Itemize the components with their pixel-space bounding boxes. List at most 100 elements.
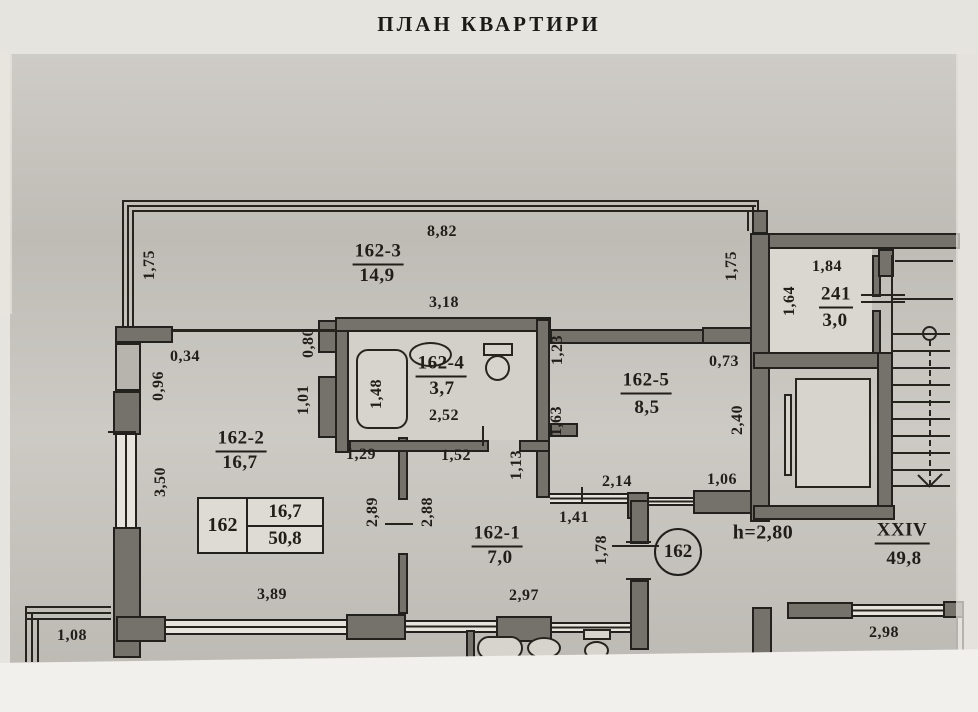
room-area-label: 16,7	[222, 452, 258, 473]
wall	[519, 440, 550, 452]
wall	[113, 391, 141, 435]
stairs-tread	[893, 469, 950, 471]
wall	[752, 607, 772, 655]
balcony-railing	[122, 200, 759, 202]
balcony-railing	[132, 210, 134, 331]
wall	[550, 329, 711, 344]
dimension-label: 3,50	[152, 467, 169, 497]
door-line	[626, 578, 651, 580]
photo-left-edge	[0, 54, 12, 314]
dimension-label: 3,89	[257, 586, 287, 603]
room-number-label: 241	[819, 284, 853, 309]
stamp-areas: 16,7 50,8	[248, 499, 322, 552]
balcony-railing	[127, 205, 129, 331]
room-area-label: 8,5	[634, 397, 660, 418]
stairs-tread	[893, 350, 950, 352]
partition-wall	[398, 437, 408, 500]
photo-right-edge	[956, 54, 978, 665]
sink	[409, 342, 452, 367]
room-area-label: 14,9	[359, 265, 395, 286]
dimension-label: 0,96	[150, 371, 167, 401]
door-line	[626, 541, 651, 543]
wall	[753, 505, 895, 520]
dimension-label: 1,84	[812, 258, 842, 275]
balcony-railing	[25, 618, 111, 620]
dimension-label: 2,89	[364, 497, 381, 527]
toilet-tank	[583, 629, 611, 640]
dimension-label: 1,75	[723, 251, 740, 281]
entrance-apartment-number: 162	[663, 541, 693, 562]
stairs-tread	[893, 367, 950, 369]
balcony-railing	[127, 205, 756, 207]
ceiling-height-label: h=2,80	[732, 521, 794, 544]
stamp-apartment-number: 162	[199, 499, 248, 552]
wall	[630, 500, 649, 544]
stairs-start-circle	[922, 326, 937, 341]
dimension-label: 1,29	[346, 446, 376, 463]
entrance-apartment-number-circle: 162	[654, 528, 702, 576]
room-area-label: 49,8	[886, 548, 922, 569]
stair-line	[893, 298, 953, 300]
dimension-label: 2,88	[419, 497, 436, 527]
balcony-railing	[25, 612, 111, 614]
dimension-label: 0,73	[709, 353, 739, 370]
wall	[750, 233, 770, 522]
room-area-label: 3,0	[822, 310, 848, 331]
room-number-label: 162-3	[352, 241, 404, 266]
window	[853, 604, 944, 617]
dimension-label: 2,52	[429, 407, 459, 424]
elevator-cab	[795, 378, 871, 488]
dimension-label: 2,40	[729, 405, 746, 435]
room-241-floor	[770, 249, 872, 352]
wall	[630, 580, 649, 650]
wall	[536, 319, 550, 498]
dimension-label: 2,97	[509, 587, 539, 604]
balcony-railing	[132, 210, 754, 212]
wall	[872, 310, 881, 354]
room-number-label: 162-4	[415, 353, 467, 378]
balcony-railing	[37, 618, 39, 662]
dimension-tick	[385, 523, 413, 525]
balcony-railing	[122, 200, 124, 331]
apartment-stamp: 162 16,7 50,8	[197, 497, 324, 554]
bathtub	[356, 349, 408, 429]
wall	[335, 317, 551, 332]
room-area-label: 3,7	[429, 378, 455, 399]
toilet-bowl	[485, 355, 510, 381]
dimension-tick	[482, 426, 484, 446]
wall	[752, 210, 768, 234]
wall	[878, 249, 894, 277]
stairs-direction-line	[929, 340, 931, 486]
stamp-total-area: 50,8	[268, 528, 302, 550]
wall	[877, 352, 893, 507]
dimension-label: 1,23	[549, 335, 566, 365]
room-number-label: 162-1	[471, 523, 523, 548]
dimension-label: 1,08	[57, 627, 87, 644]
stairs-tread	[893, 435, 950, 437]
wall	[116, 616, 166, 642]
window	[115, 433, 137, 528]
dimension-label: 1,78	[593, 535, 610, 565]
stair-line	[891, 255, 893, 352]
dimension-label: 3,18	[429, 294, 459, 311]
stairs-tread	[893, 401, 950, 403]
dimension-label: 1,75	[141, 250, 158, 280]
room-number-label: XXIV	[874, 520, 930, 545]
wall-pier	[115, 343, 141, 391]
page-title: ПЛАН КВАРТИРИ	[377, 12, 601, 36]
stairs-tread	[893, 384, 950, 386]
dimension-label: 1,64	[781, 286, 798, 316]
dimension-label: 1,01	[295, 385, 312, 415]
dimension-label: 1,63	[548, 406, 565, 436]
door-opening	[649, 497, 694, 506]
opening	[406, 620, 496, 633]
dimension-label: 1,52	[441, 447, 471, 464]
window	[164, 619, 348, 635]
balcony-railing	[25, 606, 27, 662]
wall	[346, 614, 406, 640]
leader-line	[612, 545, 659, 547]
dimension-label: 1,13	[508, 450, 525, 480]
room-number-label: 162-5	[620, 370, 672, 395]
stairs-tread	[893, 485, 950, 487]
